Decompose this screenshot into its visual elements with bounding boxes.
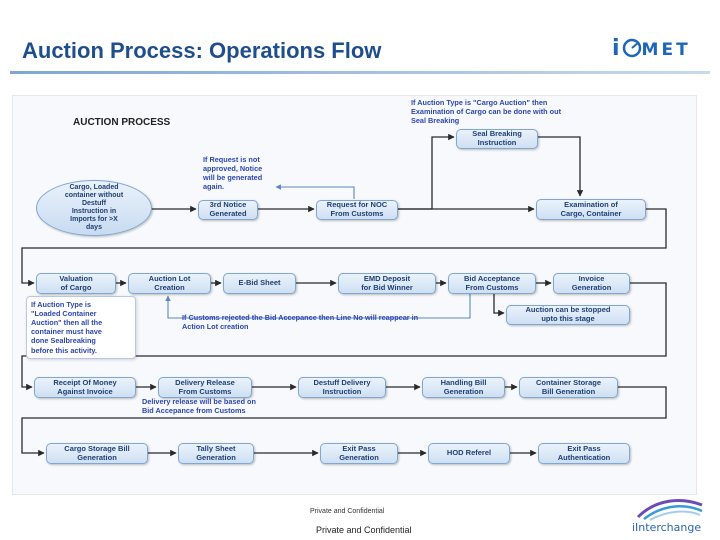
interchange-logo: iInterchange <box>628 497 708 537</box>
start-node: Cargo, Loaded container without Destuff … <box>36 180 152 236</box>
noc-node: Request for NOC From Customs <box>316 200 398 220</box>
handling-node: Handling Bill Generation <box>422 377 505 398</box>
bidacc-node: Bid Acceptance From Customs <box>448 273 536 294</box>
connector-exam-valuation <box>21 208 667 287</box>
connector-rejected-lot <box>165 294 471 319</box>
receipt-node: Receipt Of Money Against Invoice <box>34 377 136 398</box>
loaded-container-note: If Auction Type is "Loaded Container Auc… <box>26 296 136 359</box>
icomet-logo-text: MET <box>641 40 691 60</box>
swoosh-icon <box>636 499 703 521</box>
delivery-release-note: Delivery release will be based on Bid Ac… <box>142 397 256 416</box>
delivery-node: Delivery Release From Customs <box>158 377 252 398</box>
footer-confidential-small: Private and Confidential <box>310 508 385 515</box>
interchange-logo-text: iInterchange <box>632 521 702 534</box>
globe-icon <box>622 38 641 58</box>
diagram-heading: AUCTION PROCESS <box>73 117 171 128</box>
connector-request-note <box>275 184 355 199</box>
seal-node: Seal Breaking Instruction <box>456 129 538 149</box>
rejected-note: If Customs rejected the Bid Accepance th… <box>182 313 419 332</box>
connector-contstorage-cargostorage <box>21 386 667 457</box>
notice-node: 3rd Notice Generated <box>198 200 258 220</box>
hod-node: HOD Referel <box>428 443 510 464</box>
connector-invoice-receipt <box>21 282 667 391</box>
destuff-node: Destuff Delivery Instruction <box>298 377 386 398</box>
exitgen-node: Exit Pass Generation <box>320 443 398 464</box>
diagram-panel <box>12 95 697 495</box>
tally-node: Tally Sheet Generation <box>178 443 254 464</box>
connector-noc-seal <box>398 133 455 210</box>
exitauth-node: Exit Pass Authentication <box>538 443 630 464</box>
title-divider <box>10 71 710 74</box>
exam-node: Examination of Cargo, Container <box>536 199 646 220</box>
connector-seal-exam <box>538 136 584 197</box>
page-title: Auction Process: Operations Flow <box>22 38 382 63</box>
cargo-auction-note: If Auction Type is "Cargo Auction" then … <box>411 98 561 126</box>
contstorage-node: Container Storage Bill Generation <box>519 377 618 398</box>
icomet-logo: i MET <box>612 36 691 61</box>
emd-node: EMD Deposit for Bid Winner <box>338 273 436 294</box>
valuation-node: Valuation of Cargo <box>36 273 116 294</box>
lot-node: Auction Lot Creation <box>128 273 211 294</box>
ebid-node: E-Bid Sheet <box>223 273 296 294</box>
icomet-logo-prefix: i <box>612 36 622 61</box>
footer-confidential: Private and Confidential <box>316 525 412 535</box>
invoice-node: Invoice Generation <box>553 273 630 294</box>
cargostorage-node: Cargo Storage Bill Generation <box>46 443 148 464</box>
request-note: If Request is not approved, Notice will … <box>203 155 263 192</box>
stopped-node: Auction can be stopped upto this stage <box>506 305 630 325</box>
connector-bidacc-stopped <box>493 294 505 317</box>
